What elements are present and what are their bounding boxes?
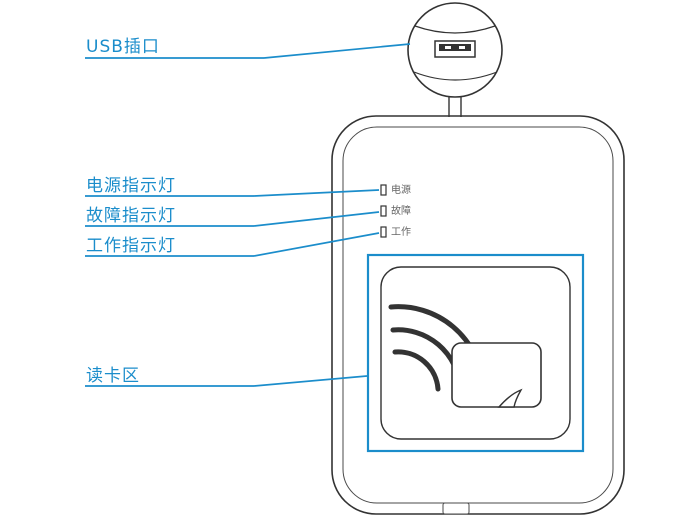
work-led-indicator [380, 226, 387, 238]
contactless-card-icon [451, 342, 542, 408]
led-indicators [380, 184, 387, 238]
label-fault-indicator: 故障指示灯 [86, 206, 176, 226]
callout-lines [85, 43, 411, 387]
device-outer-outline [331, 115, 625, 515]
work-led-text: 工作 [391, 227, 411, 238]
card-reading-area [366, 253, 585, 453]
label-card-reading-area: 读卡区 [86, 366, 140, 386]
device-bottom-tab [442, 502, 470, 515]
card-area-panel [380, 266, 571, 440]
fault-callout-line [85, 211, 380, 227]
device-inner-outline [342, 126, 614, 504]
card-corner-curl [497, 388, 523, 408]
work-callout-line [85, 232, 380, 257]
usb-stem [448, 96, 462, 117]
label-usb-port: USB插口 [86, 37, 160, 57]
device-body [331, 115, 625, 515]
power-led-indicator [380, 184, 387, 196]
label-work-indicator: 工作指示灯 [86, 236, 176, 256]
power-led-text: 电源 [391, 185, 411, 196]
usb-callout-line [85, 43, 411, 59]
power-callout-line [85, 189, 380, 197]
card-area-callout-line [85, 375, 368, 387]
fault-led-indicator [380, 205, 387, 217]
label-power-indicator: 电源指示灯 [86, 176, 176, 196]
card-area-highlight-box [366, 253, 585, 453]
magnifier-top-curve [414, 25, 496, 34]
magnifier-bottom-curve [413, 71, 498, 81]
usb-connector-icon [434, 40, 476, 58]
fault-led-text: 故障 [391, 206, 411, 217]
usb-magnifier [407, 2, 503, 98]
